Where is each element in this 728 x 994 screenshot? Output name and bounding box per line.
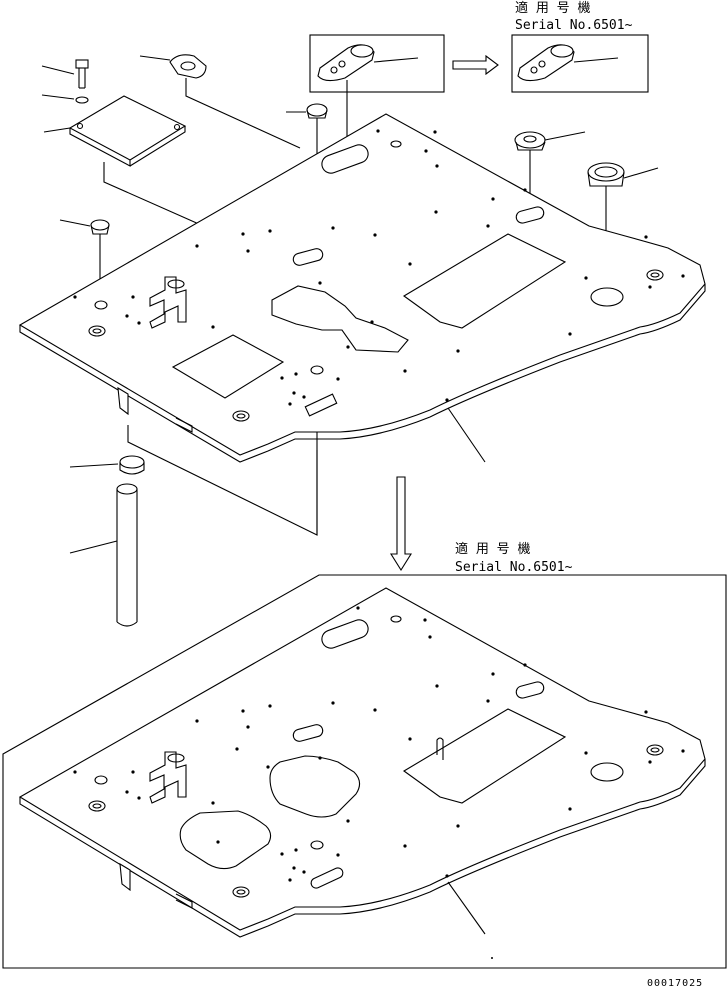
- mid-serial-label: Serial No.6501~: [455, 560, 573, 575]
- collar-part: [69, 455, 145, 475]
- bolt-part: [41, 59, 89, 89]
- drawing-number: 00017025: [647, 978, 703, 989]
- plate-top-holes: [73, 129, 685, 406]
- plate-bottom-holes: [73, 606, 685, 959]
- top-serial-label: Serial No.6501~: [515, 18, 633, 33]
- floor-plate-top: [18, 113, 706, 463]
- grommet-top-part: [139, 54, 301, 149]
- inset-box-old: [309, 34, 445, 152]
- leader-lines-pipe: [127, 425, 318, 536]
- floor-plate-bottom: [18, 587, 706, 959]
- washer-part: [41, 94, 89, 104]
- mid-applicable-label: 適 用 号 機: [455, 541, 530, 557]
- bottom-frame: [2, 574, 727, 969]
- grommet-right-small: [514, 131, 586, 208]
- inset-box-new: [511, 34, 649, 93]
- arrow-right: [452, 54, 499, 76]
- arrow-down: [390, 476, 412, 572]
- pipe-part: [69, 483, 138, 627]
- top-applicable-label: 適 用 号 機: [515, 0, 590, 16]
